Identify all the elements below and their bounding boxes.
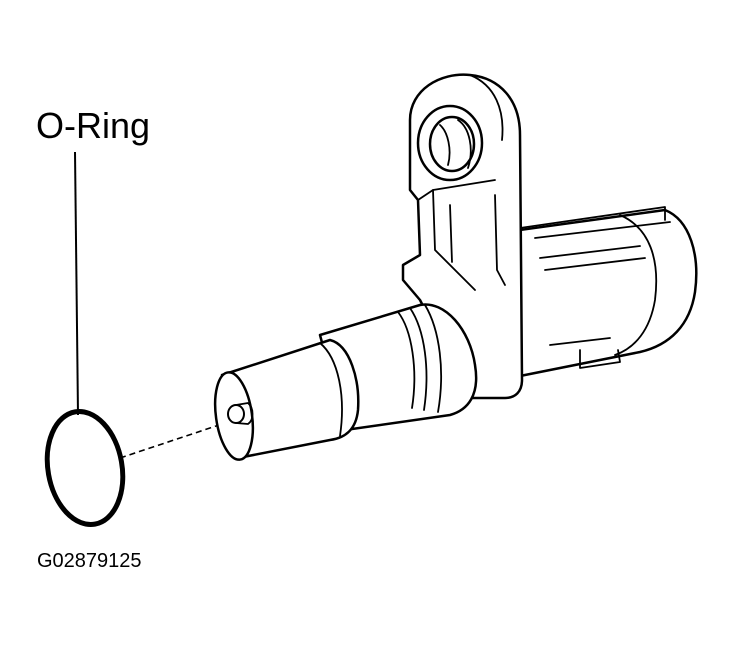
oring-part (44, 408, 126, 528)
figure-code: G02879125 (37, 550, 142, 572)
oring-label: O-Ring (36, 105, 151, 146)
oring-leader-line (74, 151, 79, 416)
connector-housing (503, 206, 698, 380)
alignment-dashed-line (119, 421, 229, 459)
sensor-shaft (213, 303, 478, 461)
